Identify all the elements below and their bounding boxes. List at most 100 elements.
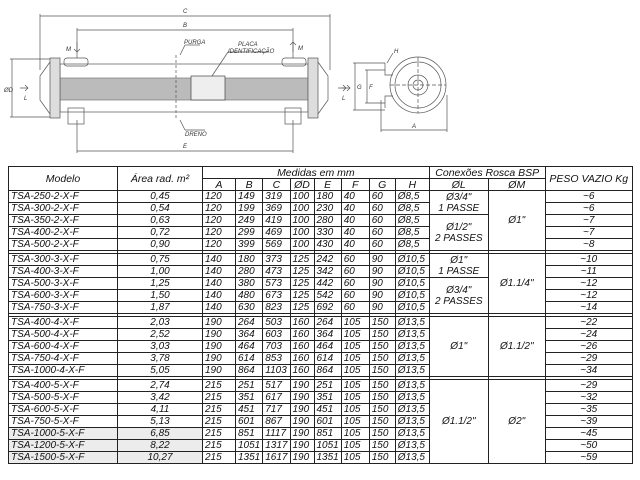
dimension-cell: 90 <box>368 277 396 290</box>
dimension-cell: 60 <box>368 202 396 215</box>
dimension-cell: 280 <box>234 265 264 278</box>
label-purga: PURGA <box>184 40 205 46</box>
dimension-cell: 190 <box>202 352 236 365</box>
dimension-cell: 150 <box>368 439 396 452</box>
connection-l-cell: Ø1/2"2 PASSES <box>428 214 489 251</box>
header-col-7: H <box>394 178 430 191</box>
dimension-cell: 215 <box>202 427 236 440</box>
label-e: E <box>183 144 188 150</box>
dimension-cell: 249 <box>234 214 264 227</box>
weight-cell: ~7 <box>544 214 633 227</box>
connection-m-cell: Ø2" <box>487 379 546 464</box>
area-cell: 5,05 <box>117 364 203 377</box>
dimension-cell: Ø13,5 <box>394 415 430 428</box>
dimension-cell: 299 <box>234 226 264 239</box>
weight-cell: ~32 <box>544 391 633 404</box>
model-cell: TSA-400-5-X-F <box>8 379 118 392</box>
area-cell: 0,72 <box>117 226 203 239</box>
dimension-cell: Ø13,5 <box>394 340 430 353</box>
model-cell: TSA-600-3-X-F <box>8 289 118 302</box>
weight-cell: ~14 <box>544 301 633 314</box>
weight-cell: ~8 <box>544 238 633 251</box>
label-b: B <box>183 23 187 29</box>
dimension-cell: 140 <box>202 301 236 314</box>
dimension-cell: 419 <box>262 214 291 227</box>
dimension-cell: 190 <box>289 439 315 452</box>
dimension-cell: 120 <box>202 214 236 227</box>
area-cell: 0,54 <box>117 202 203 215</box>
label-identificacao: IDENTIFICAÇÃO <box>228 48 275 55</box>
dimension-cell: 100 <box>289 238 315 251</box>
label-a: A <box>411 124 416 130</box>
dimension-cell: 125 <box>289 289 315 302</box>
dimension-cell: 373 <box>262 253 291 266</box>
area-cell: 4,11 <box>117 403 203 416</box>
weight-cell: ~12 <box>544 289 633 302</box>
dimension-cell: 280 <box>313 214 342 227</box>
model-cell: TSA-600-5-X-F <box>8 403 118 416</box>
dimension-cell: 190 <box>289 415 315 428</box>
dimension-cell: 105 <box>340 352 370 365</box>
model-cell: TSA-300-3-X-F <box>8 253 118 266</box>
label-l-left: L <box>24 96 27 102</box>
m-arrow-right <box>289 41 297 52</box>
dimension-cell: 140 <box>202 253 236 266</box>
header-col-2: C <box>262 178 291 191</box>
dimension-cell: 140 <box>202 277 236 290</box>
weight-cell: ~39 <box>544 415 633 428</box>
dimension-cell: 150 <box>368 451 396 464</box>
dimension-cell: 60 <box>368 190 396 203</box>
dimension-cell: 1051 <box>234 439 264 452</box>
dimension-cell: 150 <box>368 415 396 428</box>
weight-cell: ~59 <box>544 451 633 464</box>
dimension-cell: 180 <box>234 253 264 266</box>
dimension-cell: 150 <box>368 391 396 404</box>
connection-l-cell: Ø1.1/2" <box>428 379 489 464</box>
dimension-cell: Ø10,5 <box>394 289 430 302</box>
dimension-cell: Ø13,5 <box>394 391 430 404</box>
dimension-cell: Ø8,5 <box>394 202 430 215</box>
dimension-cell: 125 <box>289 277 315 290</box>
connection-l-passes: 1 PASSE <box>438 202 480 214</box>
dimension-cell: 40 <box>340 190 370 203</box>
dimension-cell: 364 <box>313 328 342 341</box>
dimension-cell: 105 <box>340 316 370 329</box>
dimension-cell: 120 <box>202 238 236 251</box>
dimension-cell: 150 <box>368 328 396 341</box>
dimension-cell: 342 <box>313 265 342 278</box>
dimension-cell: 105 <box>340 415 370 428</box>
dimension-cell: 867 <box>262 415 291 428</box>
model-cell: TSA-1200-5-X-F <box>8 439 118 452</box>
area-cell: 0,45 <box>117 190 203 203</box>
weight-cell: ~29 <box>544 352 633 365</box>
area-cell: 8,22 <box>117 439 203 452</box>
model-cell: TSA-400-3-X-F <box>8 265 118 278</box>
model-cell: TSA-1000-4-X-F <box>8 364 118 377</box>
connection-m-cell: Ø1" <box>487 190 546 251</box>
dimension-cell: 120 <box>202 202 236 215</box>
dimension-cell: 105 <box>340 379 370 392</box>
model-cell: TSA-750-4-X-F <box>8 352 118 365</box>
group-separator <box>8 250 633 254</box>
dimension-cell: 215 <box>202 451 236 464</box>
dimension-cell: 90 <box>368 289 396 302</box>
dimension-cell: 40 <box>340 226 370 239</box>
model-cell: TSA-1000-5-X-F <box>8 427 118 440</box>
specifications-table: Modelo Área rad. m² Medidas em mm Conexõ… <box>8 166 633 464</box>
dimension-cell: 100 <box>289 226 315 239</box>
header-col-1: B <box>234 178 264 191</box>
header-medidas: Medidas em mm <box>202 166 430 179</box>
connection-l-passes: 2 PASSES <box>434 295 483 307</box>
weight-cell: ~50 <box>544 439 633 452</box>
dimension-cell: 264 <box>234 316 264 329</box>
connection-l-passes: 2 PASSES <box>434 232 483 244</box>
dimension-cell: 120 <box>202 226 236 239</box>
connection-l-size: Ø1/2" <box>446 221 472 233</box>
dimension-cell: 190 <box>202 340 236 353</box>
dimension-cell: Ø13,5 <box>394 328 430 341</box>
dimension-cell: 330 <box>313 226 342 239</box>
